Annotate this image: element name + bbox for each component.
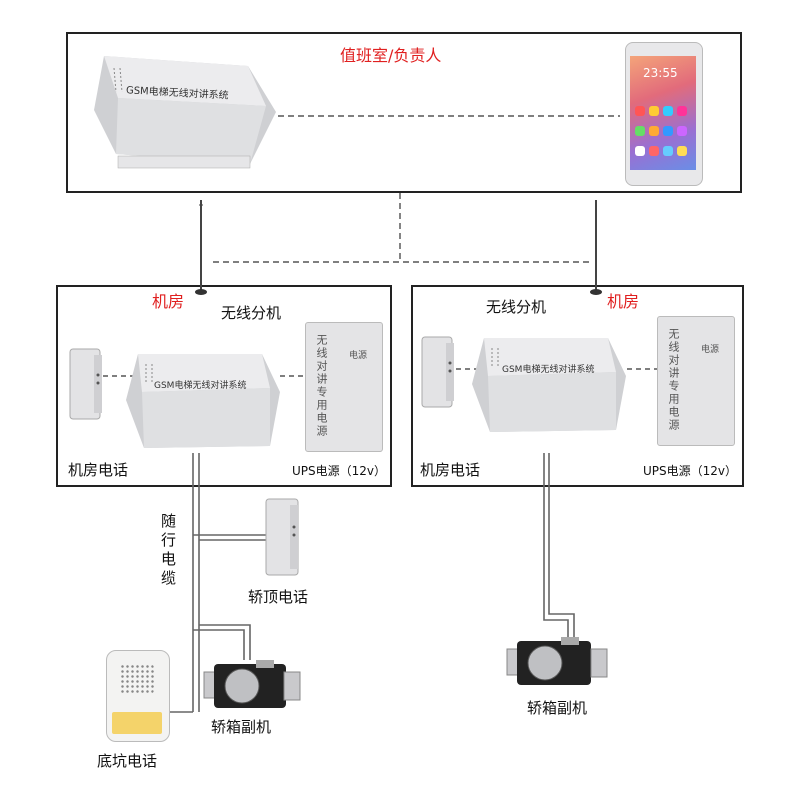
left-psu-text: 无线对讲专用电源 bbox=[313, 334, 329, 438]
right-psu-tag: 电源 bbox=[701, 342, 719, 355]
smartphone: 23:55 bbox=[625, 42, 701, 184]
left-ups-label: UPS电源（12v） bbox=[292, 462, 386, 479]
pit-phone bbox=[106, 650, 170, 742]
car-sub-unit-left bbox=[200, 658, 304, 714]
left-psu-tag: 电源 bbox=[349, 348, 367, 361]
car-sub-unit-right bbox=[503, 635, 611, 691]
duty-room-title: 值班室/负责人 bbox=[340, 42, 441, 66]
car-top-phone-label: 轿顶电话 bbox=[248, 586, 308, 607]
left-room-phone bbox=[68, 345, 104, 423]
right-phone-label: 机房电话 bbox=[420, 459, 480, 480]
left-room-label: 机房 bbox=[152, 288, 184, 312]
antenna-right-icon bbox=[590, 200, 602, 295]
car-top-phone bbox=[262, 495, 302, 579]
antenna-left-icon bbox=[195, 200, 207, 295]
pit-phone-label: 底坑电话 bbox=[97, 750, 157, 771]
right-psu: 无线对讲专用电源 电源 bbox=[657, 316, 735, 446]
car-sub-right-label: 轿箱副机 bbox=[527, 697, 587, 718]
left-phone-label: 机房电话 bbox=[68, 459, 128, 480]
right-ups-label: UPS电源（12v） bbox=[643, 462, 737, 479]
left-gsm-unit: GSM电梯无线对讲系统 bbox=[124, 348, 284, 458]
top-gsm-main-unit: GSM电梯无线对讲系统 bbox=[90, 48, 278, 176]
right-trailing-cable bbox=[544, 453, 574, 638]
left-device-text: GSM电梯无线对讲系统 bbox=[154, 378, 246, 391]
right-psu-text: 无线对讲专用电源 bbox=[665, 328, 681, 432]
right-unit-label: 无线分机 bbox=[486, 296, 546, 317]
right-room-label: 机房 bbox=[607, 288, 639, 312]
left-unit-label: 无线分机 bbox=[221, 302, 281, 323]
right-device-text: GSM电梯无线对讲系统 bbox=[502, 362, 594, 375]
right-room-phone bbox=[420, 333, 456, 411]
car-sub-left-label: 轿箱副机 bbox=[211, 716, 271, 737]
left-psu: 无线对讲专用电源 电源 bbox=[305, 322, 383, 452]
phone-time: 23:55 bbox=[643, 66, 678, 80]
right-gsm-unit: GSM电梯无线对讲系统 bbox=[470, 332, 630, 442]
app-icons bbox=[635, 106, 691, 162]
trailing-cable-label: 随行电缆 bbox=[158, 513, 179, 589]
